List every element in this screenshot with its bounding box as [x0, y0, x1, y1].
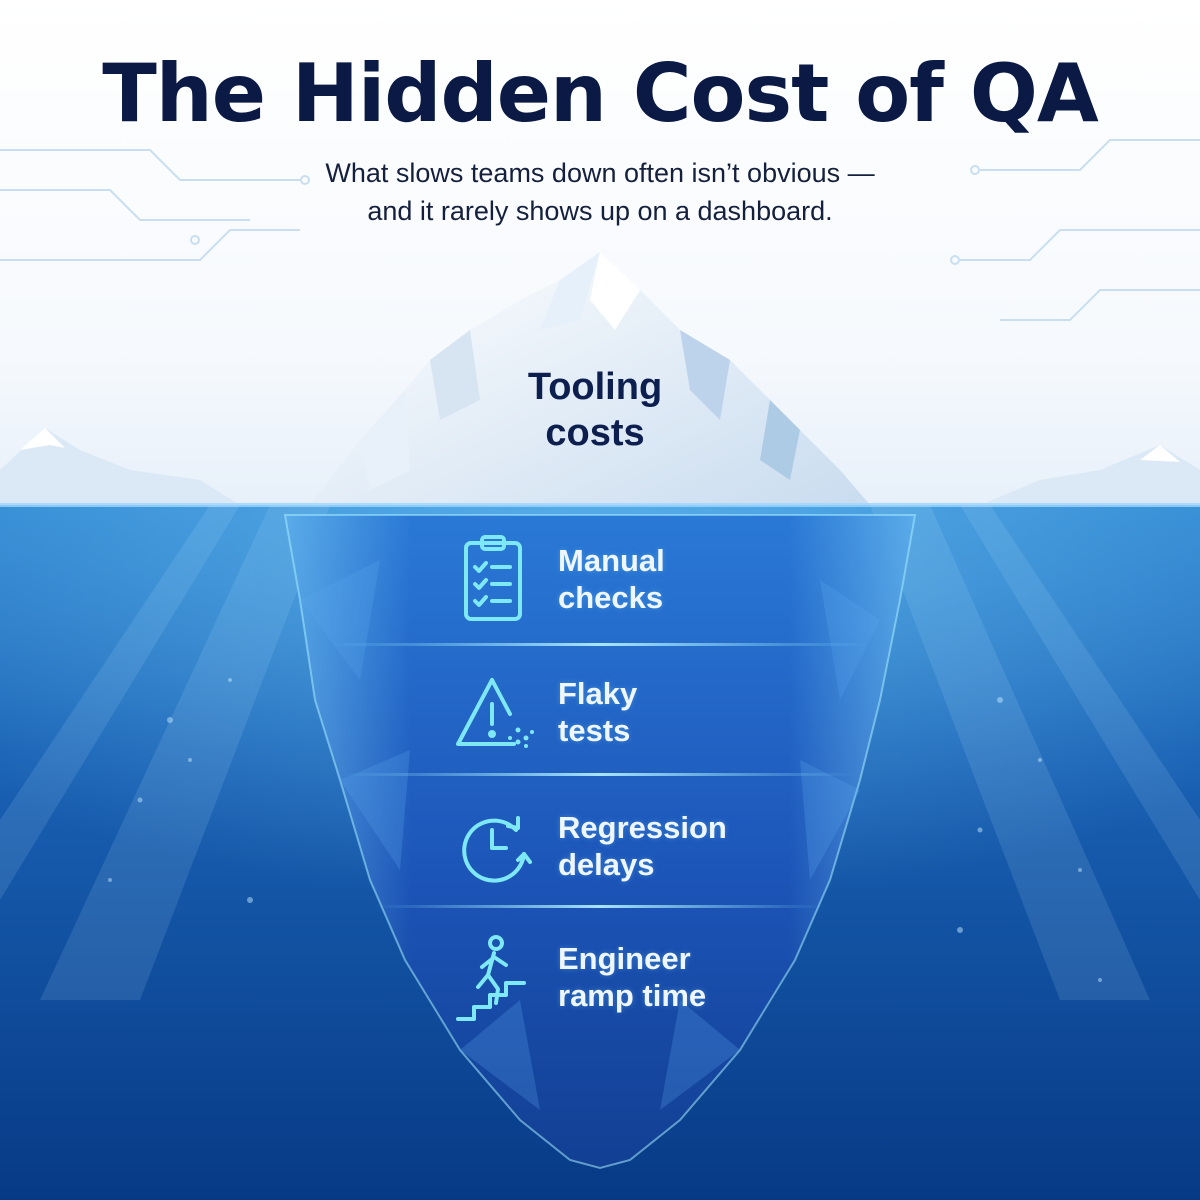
hidden-cost-item-manual-checks: Manual checks	[452, 524, 772, 634]
hidden-cost-item-flaky-tests: Flaky tests	[452, 657, 772, 767]
clock-cycle-icon	[462, 816, 532, 883]
iceberg-tip	[310, 252, 870, 505]
page-subtitle: What slows teams down often isn’t obviou…	[0, 154, 1200, 230]
item-label-line-1: Regression	[558, 810, 727, 845]
bubbles	[108, 678, 1102, 982]
item-label-line-1: Manual	[558, 543, 665, 578]
item-label-line-2: delays	[558, 847, 655, 882]
item-label-line-2: checks	[558, 580, 664, 615]
light-rays	[0, 505, 1200, 1000]
person-climbing-stairs-icon	[456, 935, 526, 1021]
warning-triangle-icon	[456, 678, 534, 748]
item-label-line-1: Engineer	[558, 941, 691, 976]
circuit-decoration-right	[950, 139, 1200, 321]
tip-label-line-1: Tooling	[527, 366, 663, 408]
item-label-line-2: ramp time	[558, 978, 707, 1013]
waterline	[0, 503, 1200, 507]
section-divider	[375, 905, 825, 908]
section-divider	[330, 643, 870, 646]
item-label-line-1: Flaky	[558, 676, 638, 711]
section-divider	[345, 773, 855, 776]
iceberg-tip-label: Tooling costs	[470, 364, 720, 456]
hidden-cost-item-engineer-ramp-time: Engineer ramp time	[452, 922, 772, 1032]
page-title: The Hidden Cost of QA	[102, 47, 1099, 140]
item-label-line-2: tests	[558, 713, 631, 748]
subtitle-line-1: What slows teams down often isn’t obviou…	[325, 158, 875, 188]
subtitle-line-2: and it rarely shows up on a dashboard.	[367, 196, 833, 226]
hidden-cost-item-regression-delays: Regression delays	[452, 791, 772, 901]
circuit-decoration-left	[0, 149, 310, 261]
iceberg-underwater-body	[283, 514, 917, 1170]
tip-label-line-2: costs	[545, 412, 645, 454]
left-distant-mountain	[0, 428, 240, 505]
clipboard-checklist-icon	[464, 535, 522, 621]
